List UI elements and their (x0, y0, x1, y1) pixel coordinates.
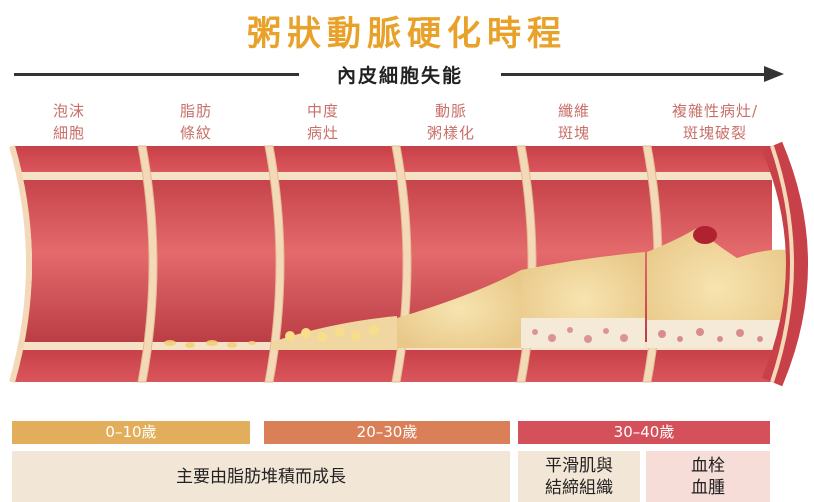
atheroma-plaque (397, 270, 521, 348)
right-end-rim (770, 145, 794, 383)
stage-label-fibrous-plaque: 纖維斑塊 (557, 102, 590, 142)
age-label-30-40: 30–40歲 (613, 423, 675, 441)
desc-fat-accumulation: 主要由脂肪堆積而成長 (12, 451, 510, 502)
stage-label-atheroma: 動脈粥樣化 (426, 102, 475, 142)
lesion-fibrous-layer (647, 320, 787, 348)
vessel-right-end (761, 141, 808, 387)
fibrous-pores (532, 327, 628, 343)
age-label-0-10: 0–10歲 (105, 423, 157, 441)
desc-smooth-muscle: 平滑肌與結締組織 (518, 451, 640, 502)
age-bar-20-30: 20–30歲 (264, 421, 510, 444)
arrow-line-left (14, 73, 299, 76)
stage-label-fatty-streak: 脂肪條紋 (179, 102, 212, 142)
diagram-title: 粥狀動脈硬化時程 (247, 14, 567, 54)
desc-thrombus: 血栓血腫 (646, 451, 770, 502)
timeline-arrow: 內皮細胞失能 (14, 64, 786, 87)
upper-wall (12, 146, 772, 172)
stage-label-foam-cells: 泡沫細胞 (52, 102, 85, 142)
lower-wall (12, 350, 772, 382)
stage-label-complicated-lesion: 複雜性病灶/斑塊破裂 (671, 102, 759, 142)
age-label-20-30: 20–30歲 (356, 423, 418, 441)
age-bar-0-10: 0–10歲 (12, 421, 250, 444)
arrow-line-right (501, 73, 766, 76)
complicated-lesion (647, 228, 787, 348)
arrow-label: 內皮細胞失能 (336, 65, 463, 87)
fatty-streak-deposits (164, 340, 256, 348)
intermediate-lesion (272, 316, 397, 350)
arrow-head-icon (764, 66, 784, 82)
stage-label-intermediate-lesion: 中度病灶 (306, 102, 339, 142)
thrombus-rupture (693, 226, 717, 244)
left-opening-rim (9, 145, 32, 383)
age-bar-30-40: 30–40歲 (518, 421, 770, 444)
upper-intima (12, 172, 772, 180)
fibrous-cap (521, 318, 645, 348)
lesion-pores (658, 328, 763, 342)
artery-cross-section-illustration (9, 141, 808, 387)
